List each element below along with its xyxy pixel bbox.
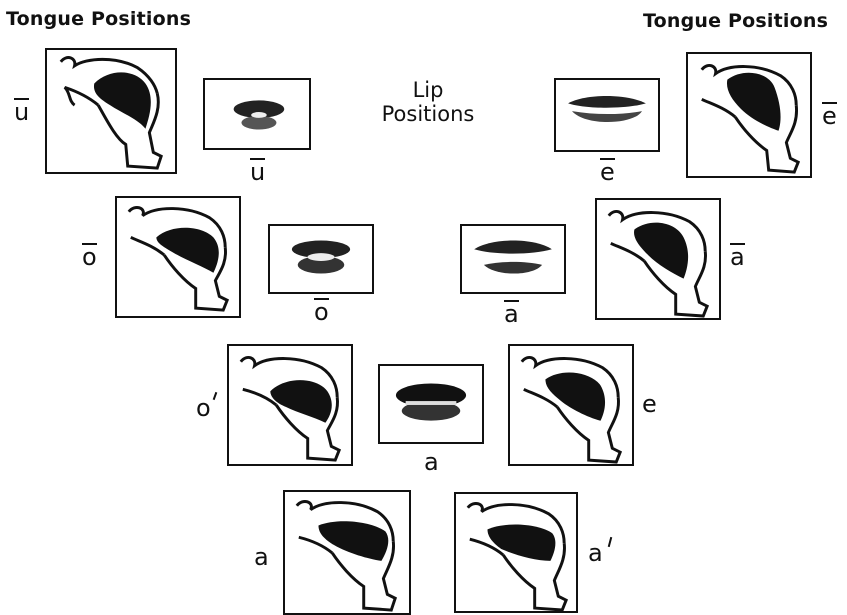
lip-panel-o-long (268, 224, 374, 294)
lip-panel-a-open (378, 364, 484, 444)
label-tongue-u-long: u (14, 100, 29, 124)
tongue-panel-a-prime (454, 492, 578, 613)
header-tongue-positions-left: Tongue Positions (6, 8, 191, 30)
lip-photo-e-long (556, 80, 658, 150)
label-lip-o-long: o (314, 300, 329, 324)
label-tongue-e-short: e (642, 392, 657, 416)
tongue-panel-a-plain (283, 490, 411, 615)
label-lip-a-long: a (504, 302, 519, 326)
tongue-diagram-e-long (688, 54, 810, 176)
tongue-diagram-u-long (47, 50, 175, 172)
tongue-panel-e-short (508, 344, 634, 466)
label-lip-u-long: u (250, 160, 265, 184)
tongue-panel-o-acute (227, 344, 353, 466)
label-tongue-e-long: e (822, 104, 837, 128)
tongue-diagram-a-long (597, 200, 719, 318)
lip-title-line1: Lip (372, 78, 484, 102)
tongue-diagram-o-acute (229, 346, 351, 464)
label-lip-a-open: a (424, 450, 439, 474)
label-tongue-a-prime: a (588, 541, 603, 565)
lip-positions-title: Lip Positions (372, 78, 484, 126)
lip-title-line2: Positions (372, 102, 484, 126)
lip-photo-a-open (380, 366, 482, 442)
tongue-panel-e-long (686, 52, 812, 178)
tongue-panel-u-long (45, 48, 177, 174)
lip-photo-a-long (462, 226, 564, 292)
label-tongue-a-long: a (730, 245, 745, 269)
header-tongue-positions-right: Tongue Positions (643, 10, 828, 32)
lip-panel-e-long (554, 78, 660, 152)
tongue-panel-a-long (595, 198, 721, 320)
label-tongue-o-acute: o (196, 396, 211, 420)
lip-photo-u-long (205, 80, 309, 148)
lip-panel-u-long (203, 78, 311, 150)
tongue-diagram-a-prime (456, 494, 576, 611)
tongue-panel-o-long (115, 196, 241, 318)
tongue-diagram-o-long (117, 198, 239, 316)
tongue-diagram-a-plain (285, 492, 409, 613)
tongue-diagram-e-short (510, 346, 632, 464)
lip-photo-o-long (270, 226, 372, 292)
label-tongue-o-long: o (82, 245, 97, 269)
label-tongue-a-plain: a (254, 545, 269, 569)
lip-panel-a-long (460, 224, 566, 294)
label-lip-e-long: e (600, 160, 615, 184)
